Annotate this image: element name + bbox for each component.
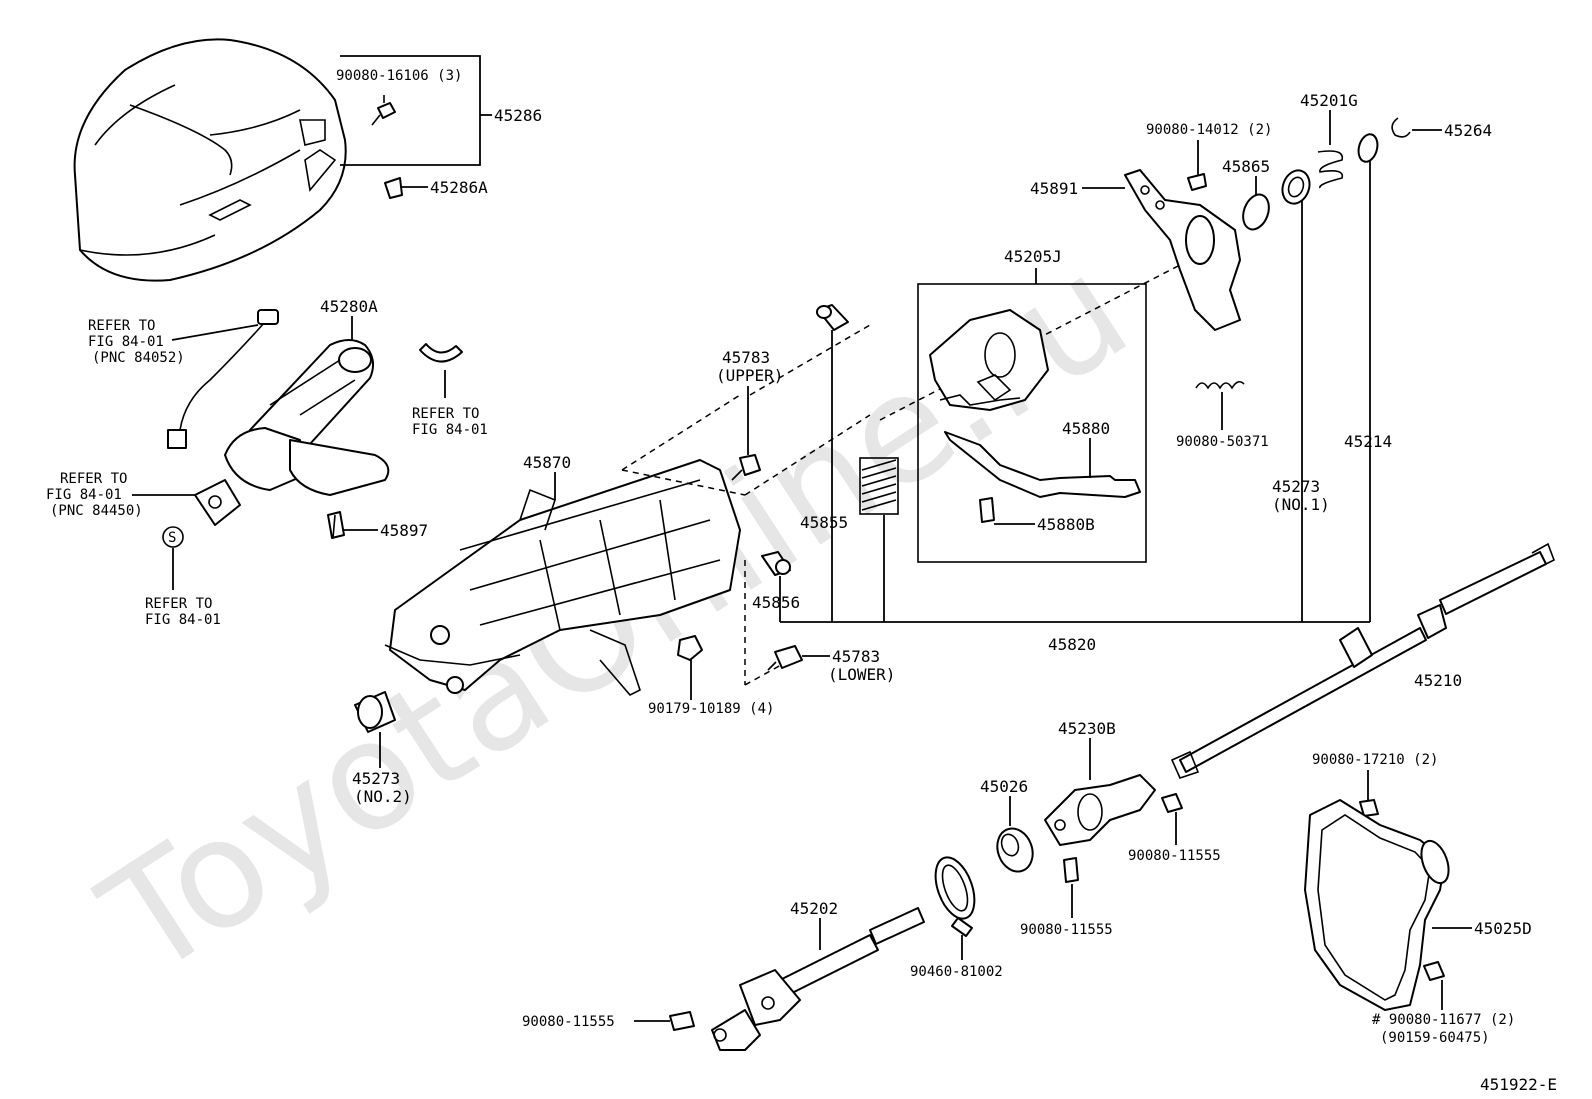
label-45856: 45856 [752, 593, 800, 612]
label-45820: 45820 [1048, 635, 1096, 654]
intermediate-shaft-45202 [711, 907, 925, 1051]
refer1-line1: REFER TO [88, 318, 155, 334]
label-45214: 45214 [1344, 432, 1392, 451]
label-90080-14012: 90080-14012 (2) [1146, 122, 1272, 138]
bracket-45891 [1124, 169, 1241, 331]
collar-45865 [1242, 193, 1270, 231]
label-45855: 45855 [800, 513, 848, 532]
column-cover-45286 [73, 38, 347, 282]
label-45897: 45897 [380, 521, 428, 540]
stopper-45783-upper [731, 454, 761, 481]
label-45202: 45202 [790, 899, 838, 918]
label-90460-81002: 90460-81002 [910, 964, 1003, 980]
label-90080-50371: 90080-50371 [1176, 434, 1269, 450]
label-45273-no1: 45273 [1272, 477, 1320, 496]
spring-45201G [1317, 150, 1344, 189]
main-shaft-45210 [1170, 542, 1556, 779]
bolt-45880B [979, 497, 995, 523]
label-45880B: 45880B [1037, 515, 1095, 534]
label-45286A: 45286A [430, 178, 488, 197]
spring-90080-50371 [1195, 380, 1245, 390]
label-45210: 45210 [1414, 671, 1462, 690]
nut-90179-10189 [677, 635, 703, 661]
bolt-90080-11677 [1423, 961, 1445, 981]
s-symbol-letter: S [168, 530, 176, 546]
screw-90080-16106 [371, 95, 396, 126]
label-45264: 45264 [1444, 121, 1492, 140]
label-90080-11555-c: 90080-11555 [522, 1014, 615, 1030]
refer1-line3: (PNC 84052) [92, 350, 185, 366]
label-45783-lower: 45783 [832, 647, 880, 666]
label-45880: 45880 [1062, 419, 1110, 438]
bolt-90080-11555-c [669, 1011, 695, 1031]
label-45230B: 45230B [1058, 719, 1116, 738]
clip-refer-84-01 [419, 343, 463, 363]
label-45273-no1-note: (NO.1) [1272, 495, 1330, 514]
bolt-90080-14012 [1187, 173, 1207, 191]
label-45280A: 45280A [320, 297, 378, 316]
label-90080-16106: 90080-16106 (3) [336, 68, 462, 84]
label-90080-11555-a: 90080-11555 [1128, 848, 1221, 864]
screw-45855 [816, 304, 849, 331]
refer2-line1: REFER TO [412, 406, 479, 422]
label-90179-10189: 90179-10189 (4) [648, 701, 774, 717]
label-45891: 45891 [1030, 179, 1078, 198]
bolt-90080-11555-b [1063, 857, 1079, 883]
tilt-lever-bracket [929, 309, 1049, 411]
label-45273-no2-note: (NO.2) [354, 787, 412, 806]
refer3-line2: FIG 84-01 [46, 487, 122, 503]
refer3-line1: REFER TO [60, 471, 127, 487]
boot-45025D [1304, 799, 1450, 1011]
label-90080-11555-b: 90080-11555 [1020, 922, 1113, 938]
bearing-45026 [996, 827, 1034, 873]
universal-joint-45230B [1044, 774, 1156, 846]
bearing-45273-no2 [354, 691, 396, 733]
bolt-45897 [327, 511, 345, 539]
refer3-line3: (PNC 84450) [50, 503, 143, 519]
s-symbol [162, 526, 184, 548]
label-45273-no2: 45273 [352, 769, 400, 788]
snap-ring-45264 [1391, 117, 1411, 138]
label-45783-lower-note: (LOWER) [828, 665, 895, 684]
lock-housing-45280A [224, 339, 390, 496]
label-45286: 45286 [494, 106, 542, 125]
refer4-line2: FIG 84-01 [145, 612, 221, 628]
refer1-line2: FIG 84-01 [88, 334, 164, 350]
label-90080-17210: 90080-17210 (2) [1312, 752, 1438, 768]
label-45026: 45026 [980, 777, 1028, 796]
clamp-90460-81002 [934, 856, 976, 937]
label-45865: 45865 [1222, 157, 1270, 176]
label-45870: 45870 [523, 453, 571, 472]
label-45025D: 45025D [1474, 919, 1532, 938]
bearing-45273-no1 [1281, 169, 1311, 205]
bracket-45286 [340, 55, 481, 166]
column-bracket-45870 [384, 459, 741, 696]
wire-harness-refer-84052 [167, 309, 279, 449]
bolt-90080-11555-a [1161, 793, 1183, 813]
refer2-line2: FIG 84-01 [412, 422, 488, 438]
spring-center [859, 457, 899, 515]
figure-code: 451922-E [1480, 1075, 1557, 1094]
bolt-45856 [761, 551, 791, 576]
label-45201G: 45201G [1300, 91, 1358, 110]
lever-45880 [944, 431, 1141, 498]
stopper-45783-lower [767, 645, 803, 671]
label-45783-upper-note: (UPPER) [716, 366, 783, 385]
label-45783-upper: 45783 [722, 348, 770, 367]
label-45205J: 45205J [1004, 247, 1062, 266]
refer4-line1: REFER TO [145, 596, 212, 612]
subassembly-box-45205J [917, 283, 1147, 563]
label-90080-11677: # 90080-11677 (2) [1372, 1012, 1515, 1028]
switch-refer-84450 [194, 479, 241, 526]
nut-90080-17210 [1359, 799, 1379, 817]
label-90159-60475: (90159-60475) [1380, 1030, 1490, 1046]
ring-45214 [1357, 133, 1379, 163]
clip-45286A [384, 177, 403, 199]
